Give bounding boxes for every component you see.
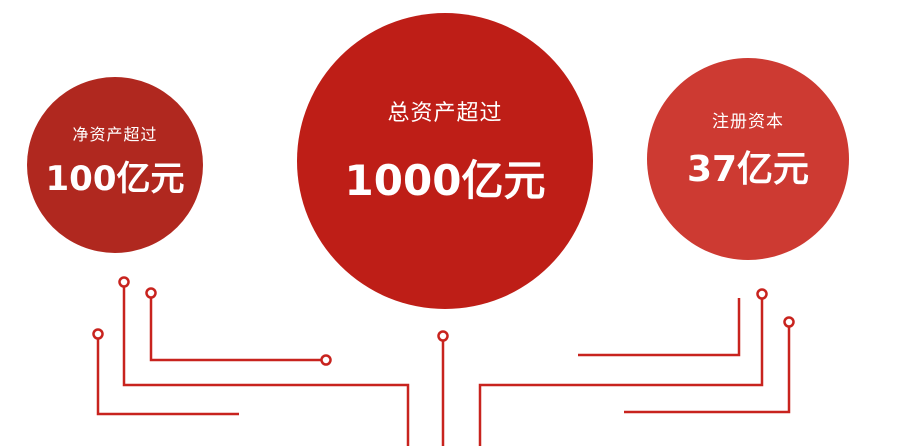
connector-line bbox=[560, 298, 764, 387]
connector-line bbox=[478, 383, 560, 446]
connector-node-icon bbox=[118, 276, 130, 288]
registered-capital-circle: 注册资本 37亿元 bbox=[647, 58, 849, 260]
connector-line bbox=[96, 338, 239, 416]
registered-capital-label: 注册资本 bbox=[712, 111, 784, 132]
total-assets-circle: 总资产超过 1000亿元 bbox=[297, 13, 593, 309]
connector-node-icon bbox=[145, 287, 157, 299]
connector-line bbox=[122, 286, 410, 446]
net-assets-label: 净资产超过 bbox=[72, 124, 158, 144]
registered-capital-value: 37亿元 bbox=[686, 148, 810, 190]
net-assets-value: 100亿元 bbox=[45, 158, 185, 199]
connector-node-icon bbox=[437, 330, 449, 342]
connector-node-icon bbox=[320, 354, 332, 366]
connector-line bbox=[578, 298, 741, 357]
connector-line bbox=[624, 326, 791, 414]
connector-node-icon bbox=[92, 328, 104, 340]
connector-line bbox=[149, 297, 326, 362]
connector-node-icon bbox=[783, 316, 795, 328]
total-assets-label: 总资产超过 bbox=[387, 100, 503, 126]
connector-node-icon bbox=[756, 288, 768, 300]
net-assets-circle: 净资产超过 100亿元 bbox=[27, 77, 203, 253]
total-assets-value: 1000亿元 bbox=[344, 155, 546, 205]
